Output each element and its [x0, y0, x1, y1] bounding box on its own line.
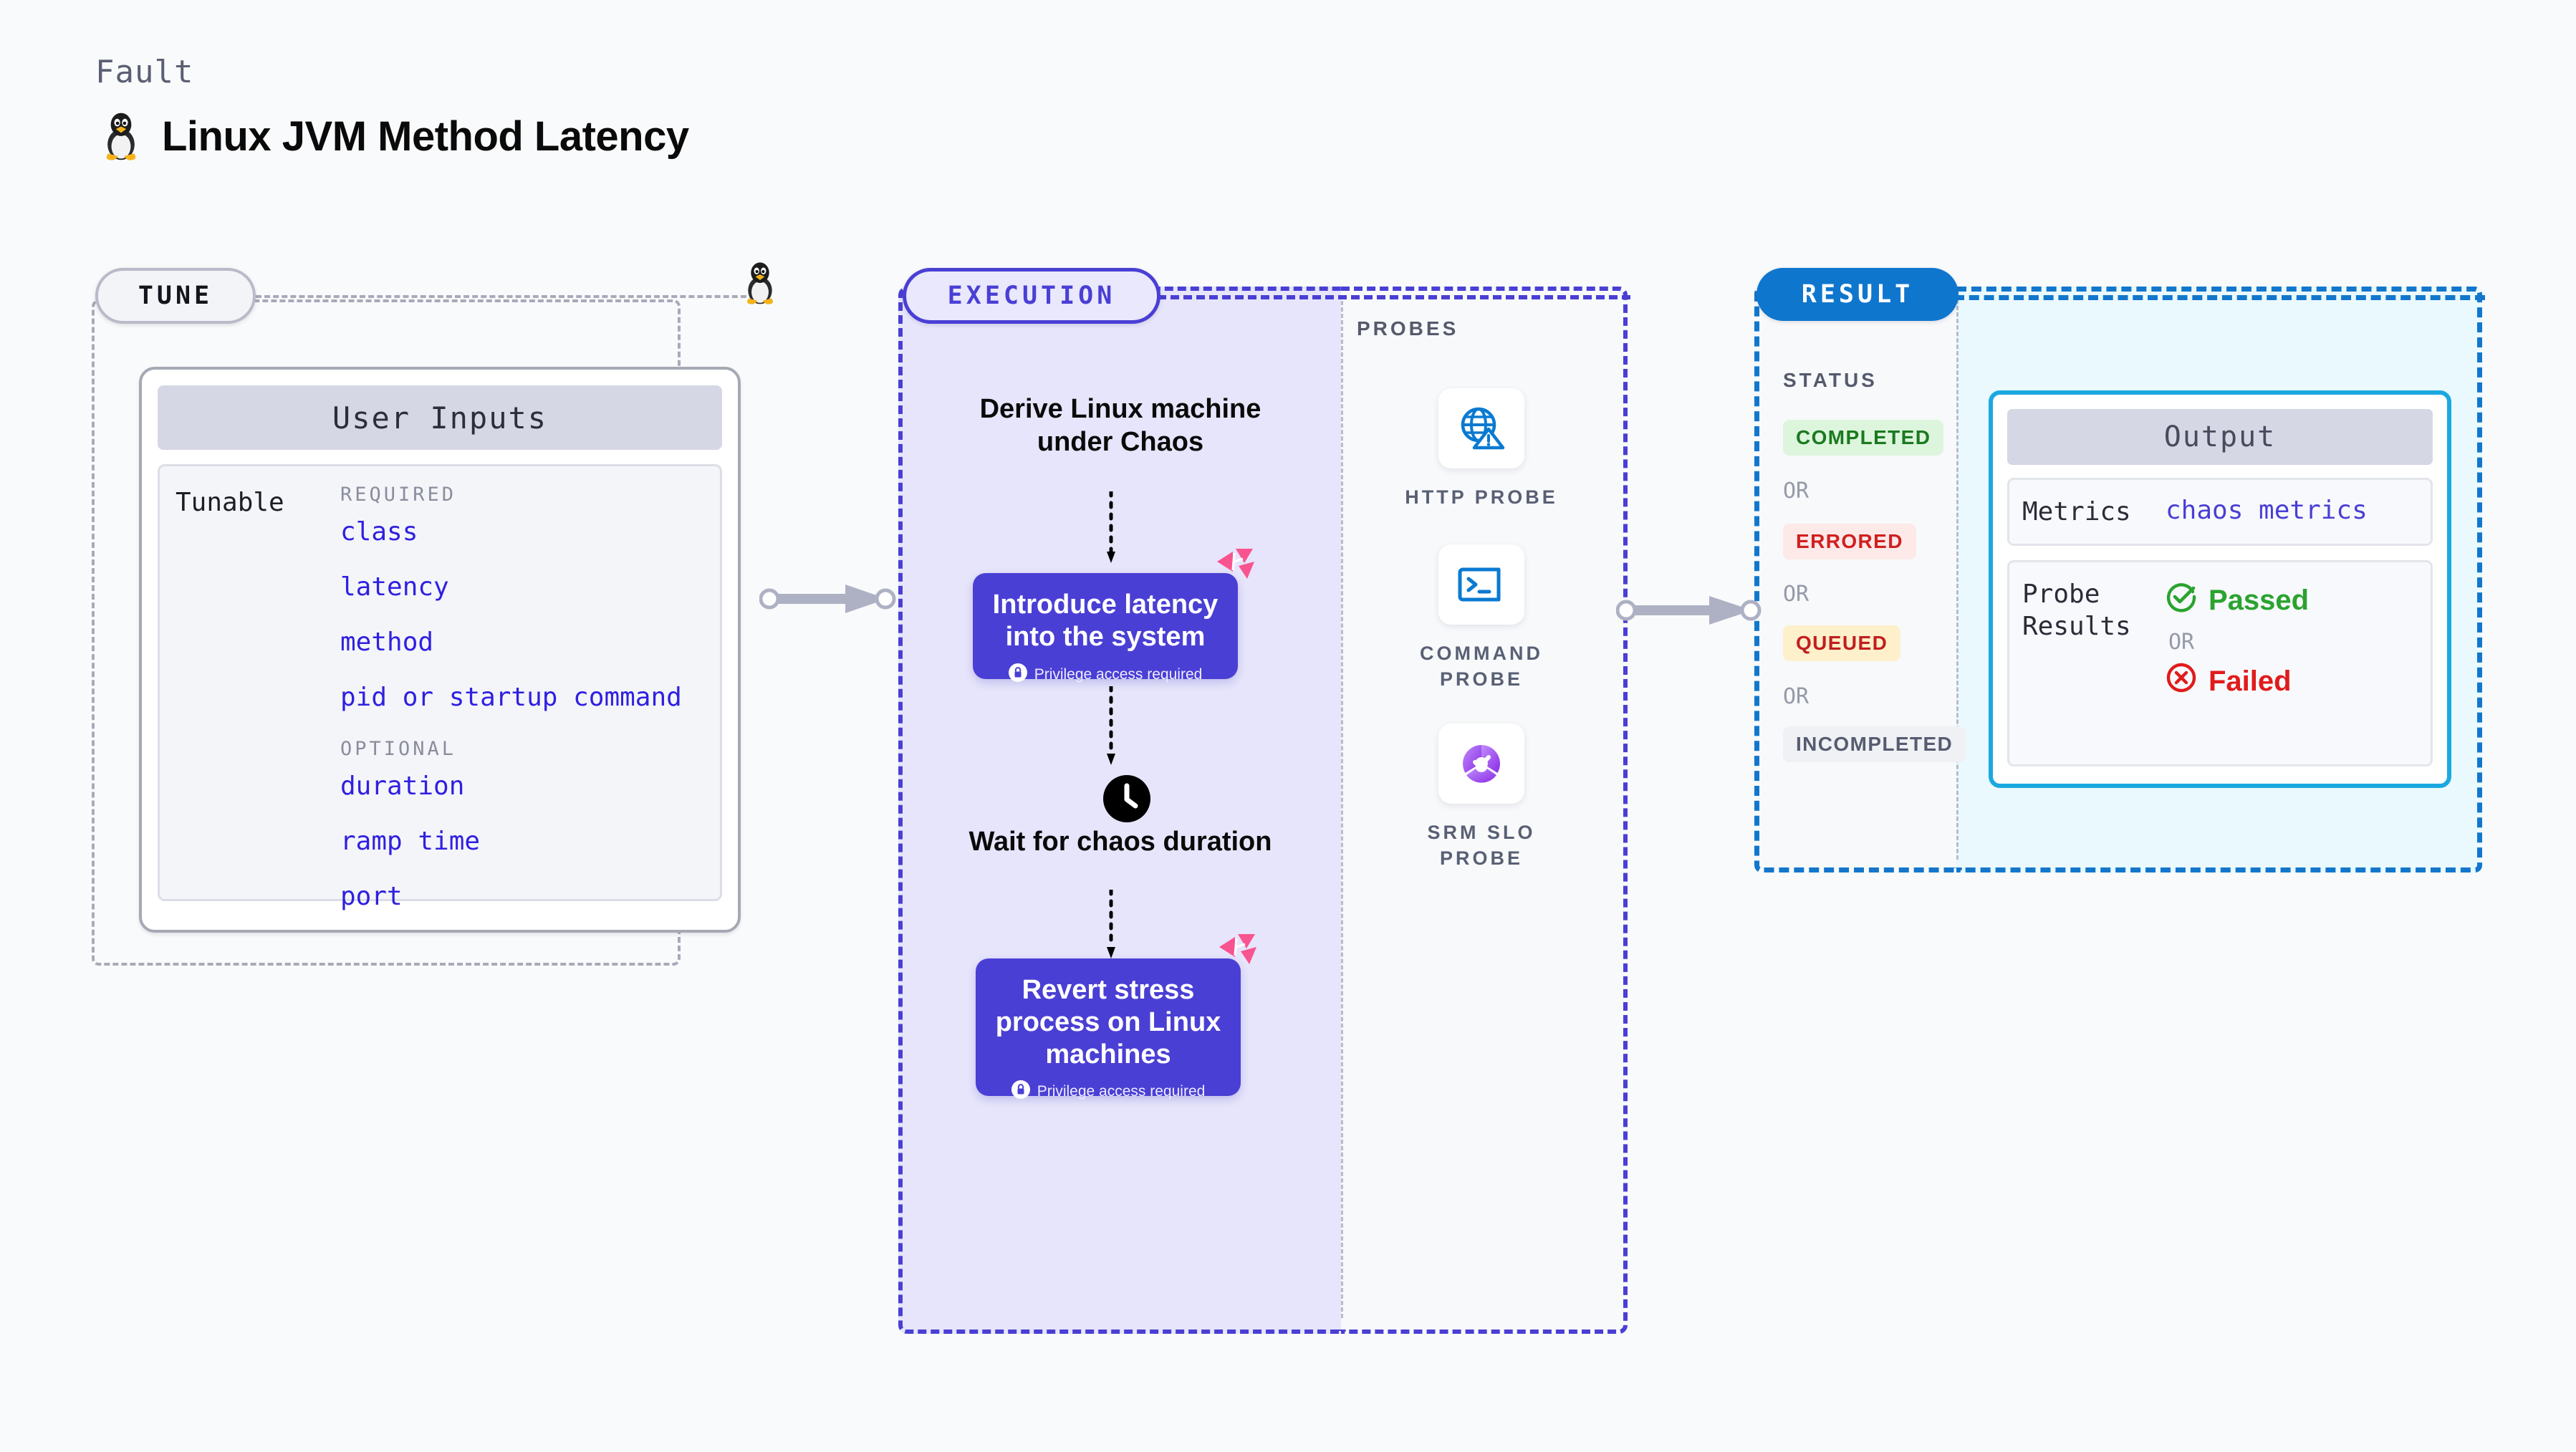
- result-inner-divider: [1956, 299, 1959, 860]
- result-header-line: [1954, 295, 2485, 300]
- optional-group-label: OPTIONAL: [340, 738, 457, 760]
- result-status-panel: [1754, 287, 1956, 872]
- tune-badge[interactable]: TUNE: [95, 268, 256, 324]
- execution-header-line: [1158, 295, 1630, 299]
- lock-icon: [1008, 663, 1027, 686]
- tunable-section: Tunable REQUIRED class latency method pi…: [158, 464, 722, 911]
- tunable-row-label: Tunable: [176, 488, 284, 517]
- x-circle-icon: [2166, 662, 2197, 701]
- output-metrics-label: Metrics: [2022, 497, 2131, 527]
- user-inputs-title: User Inputs: [158, 385, 722, 450]
- litmus-chaos-icon: [1216, 931, 1259, 973]
- fault-title-row: Linux JVM Method Latency: [100, 111, 689, 161]
- execution-step-wait: Wait for chaos duration: [969, 827, 1272, 857]
- terminal-icon: [1438, 544, 1524, 625]
- lock-icon: [1011, 1080, 1030, 1103]
- linux-tux-icon: [741, 261, 779, 309]
- output-title: Output: [2007, 409, 2433, 465]
- probe-label: SRM SLO PROBE: [1427, 822, 1536, 870]
- step-title: Revert stress process on Linux machines: [995, 975, 1221, 1069]
- output-probe-results-row: Probe Results Passed OR: [2007, 560, 2433, 766]
- status-or-1: OR: [1783, 479, 1810, 504]
- execution-step-introduce-latency[interactable]: Introduce latency into the system Privil…: [973, 573, 1238, 683]
- tunable-optional-duration[interactable]: duration: [340, 771, 465, 801]
- privilege-note: Privilege access required: [986, 663, 1225, 686]
- output-probe-results-label: Probe Results: [2022, 580, 2131, 641]
- flow-arrow-3: [1106, 888, 1116, 965]
- tune-header-line: [256, 295, 755, 298]
- probe-label: HTTP PROBE: [1405, 486, 1558, 508]
- execution-badge[interactable]: EXECUTION: [903, 268, 1160, 324]
- connector-tune-to-execution: [759, 580, 903, 621]
- status-badge-queued: QUEUED: [1783, 625, 1901, 661]
- result-badge[interactable]: RESULT: [1756, 268, 1959, 321]
- probe-label: COMMAND PROBE: [1420, 643, 1543, 691]
- probe-command[interactable]: COMMAND PROBE: [1388, 544, 1575, 693]
- linux-tux-icon: [100, 111, 142, 161]
- tunable-required-method[interactable]: method: [340, 628, 434, 657]
- check-circle-icon: [2166, 581, 2197, 620]
- required-group-label: REQUIRED: [340, 484, 457, 506]
- litmus-chaos-icon: [1214, 546, 1257, 588]
- globe-warning-icon: [1438, 388, 1524, 468]
- page-title: Linux JVM Method Latency: [162, 112, 689, 160]
- connector-probes-to-result: [1615, 592, 1767, 633]
- clock-icon: [1103, 775, 1150, 826]
- user-inputs-card: User Inputs Tunable REQUIRED class laten…: [139, 367, 741, 933]
- fault-kicker: Fault: [95, 54, 194, 90]
- probe-result-failed: Failed: [2166, 662, 2309, 701]
- output-metrics-row: Metrics chaos metrics: [2007, 478, 2433, 546]
- probe-result-or: OR: [2168, 630, 2195, 655]
- probe-srm-slo[interactable]: SRM SLO PROBE: [1388, 723, 1575, 872]
- tunable-required-pid[interactable]: pid or startup command: [340, 683, 682, 712]
- output-metrics-value[interactable]: chaos metrics: [2166, 496, 2368, 525]
- status-badge-completed: COMPLETED: [1783, 420, 1944, 456]
- probe-result-failed-label: Failed: [2209, 665, 2292, 697]
- flow-arrow-1: [1106, 489, 1116, 570]
- output-card: Output Metrics chaos metrics Probe Resul…: [1989, 390, 2451, 788]
- privilege-note: Privilege access required: [989, 1080, 1228, 1103]
- status-or-2: OR: [1783, 582, 1810, 607]
- probe-result-passed-label: Passed: [2209, 584, 2310, 616]
- status-badge-errored: ERRORED: [1783, 524, 1916, 559]
- slo-donut-check-icon: [1438, 723, 1524, 804]
- step-title: Introduce latency into the system: [992, 590, 1219, 652]
- privilege-note-text: Privilege access required: [1037, 1083, 1206, 1100]
- tunable-optional-port[interactable]: port: [340, 882, 403, 911]
- flow-arrow-2: [1106, 684, 1116, 772]
- tunable-required-class[interactable]: class: [340, 517, 418, 547]
- execution-probes-divider: [1341, 301, 1343, 1318]
- probes-title: PROBES: [1357, 317, 1459, 340]
- execution-step-revert-stress[interactable]: Revert stress process on Linux machines …: [976, 958, 1241, 1100]
- status-or-3: OR: [1783, 684, 1810, 709]
- privilege-note-text: Privilege access required: [1034, 665, 1203, 683]
- probe-result-passed: Passed: [2166, 581, 2309, 620]
- status-title: STATUS: [1783, 369, 1878, 391]
- tunable-required-latency[interactable]: latency: [340, 572, 449, 602]
- tunable-optional-ramp-time[interactable]: ramp time: [340, 827, 481, 856]
- probe-http[interactable]: HTTP PROBE: [1388, 388, 1575, 510]
- status-badge-incompleted: INCOMPLETED: [1783, 726, 1966, 762]
- execution-step-derive: Derive Linux machine under Chaos: [979, 394, 1261, 458]
